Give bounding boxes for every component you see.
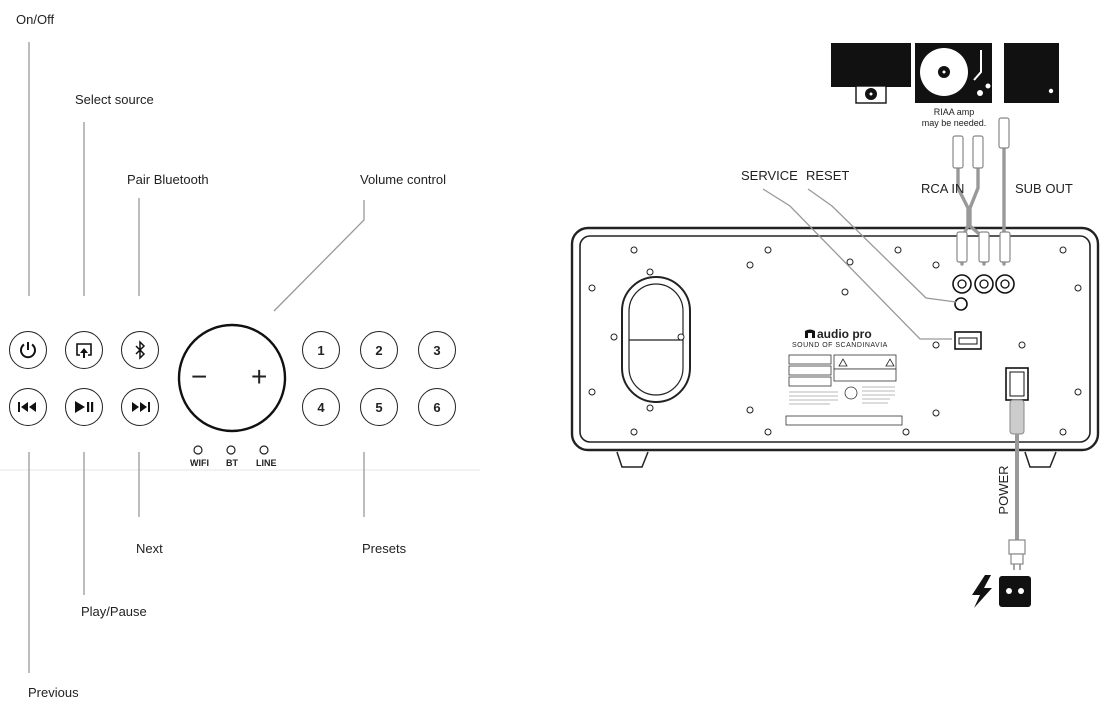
brand-tagline: SOUND OF SCANDINAVIA bbox=[792, 342, 888, 349]
preset-5-label: 5 bbox=[375, 399, 383, 415]
play-pause-button[interactable] bbox=[65, 388, 103, 426]
preset-5-button[interactable]: 5 bbox=[360, 388, 398, 426]
previous-button[interactable] bbox=[9, 388, 47, 426]
subwoofer-icon bbox=[1004, 43, 1059, 103]
on-off-label: On/Off bbox=[16, 12, 55, 27]
rca-in-label: RCA IN bbox=[921, 181, 965, 196]
riaa-note: RIAA amp may be needed. bbox=[921, 107, 987, 128]
service-leader bbox=[762, 188, 952, 340]
preset-1-button[interactable]: 1 bbox=[302, 331, 340, 369]
lightning-icon bbox=[972, 575, 992, 608]
preset-6-label: 6 bbox=[433, 399, 441, 415]
volume-control-label: Volume control bbox=[360, 172, 446, 187]
line-indicator-label: LINE bbox=[256, 458, 277, 468]
turntable-icon bbox=[915, 43, 992, 103]
power-outlet-icon bbox=[999, 576, 1031, 607]
brand-name: audio pro bbox=[817, 327, 872, 341]
reset-leader bbox=[807, 188, 957, 303]
source-icon bbox=[76, 343, 92, 358]
preset-4-label: 4 bbox=[317, 399, 325, 415]
power-icon bbox=[20, 342, 36, 359]
brand-logo-mark bbox=[805, 329, 815, 338]
bt-indicator-label: BT bbox=[226, 458, 238, 468]
wifi-led bbox=[193, 445, 203, 455]
preset-2-label: 2 bbox=[375, 342, 383, 358]
bt-led bbox=[226, 445, 236, 455]
service-label: SERVICE bbox=[741, 168, 798, 183]
power-button[interactable] bbox=[9, 331, 47, 369]
next-button[interactable] bbox=[121, 388, 159, 426]
presets-label: Presets bbox=[362, 541, 407, 556]
line-led bbox=[259, 445, 269, 455]
preset-3-label: 3 bbox=[433, 342, 441, 358]
volume-up-button[interactable]: + bbox=[251, 361, 268, 392]
previous-icon bbox=[18, 402, 36, 412]
preset-2-button[interactable]: 2 bbox=[360, 331, 398, 369]
preset-1-label: 1 bbox=[317, 342, 325, 358]
play-pause-icon bbox=[75, 401, 94, 413]
next-icon bbox=[132, 402, 150, 412]
volume-dial bbox=[177, 323, 287, 433]
pair-bluetooth-label: Pair Bluetooth bbox=[127, 172, 209, 187]
reset-button-hole bbox=[954, 297, 968, 311]
sub-out-label: SUB OUT bbox=[1015, 181, 1073, 196]
bluetooth-icon bbox=[135, 340, 146, 360]
next-label: Next bbox=[136, 541, 163, 556]
cd-player-icon bbox=[831, 43, 911, 104]
select-source-button[interactable] bbox=[65, 331, 103, 369]
volume-down-button[interactable]: − bbox=[191, 361, 208, 392]
reset-label: RESET bbox=[806, 168, 850, 183]
volume-leader bbox=[273, 200, 365, 312]
preset-3-button[interactable]: 3 bbox=[418, 331, 456, 369]
power-cable bbox=[1008, 399, 1026, 570]
power-label: POWER bbox=[996, 465, 1011, 515]
rear-device bbox=[570, 226, 1100, 468]
preset-6-button[interactable]: 6 bbox=[418, 388, 456, 426]
play-pause-label: Play/Pause bbox=[81, 604, 147, 619]
rca-plugs bbox=[952, 117, 1011, 263]
pair-bluetooth-button[interactable] bbox=[121, 331, 159, 369]
select-source-label: Select source bbox=[75, 92, 154, 107]
wifi-indicator-label: WIFI bbox=[190, 458, 209, 468]
previous-label: Previous bbox=[28, 685, 79, 700]
preset-4-button[interactable]: 4 bbox=[302, 388, 340, 426]
